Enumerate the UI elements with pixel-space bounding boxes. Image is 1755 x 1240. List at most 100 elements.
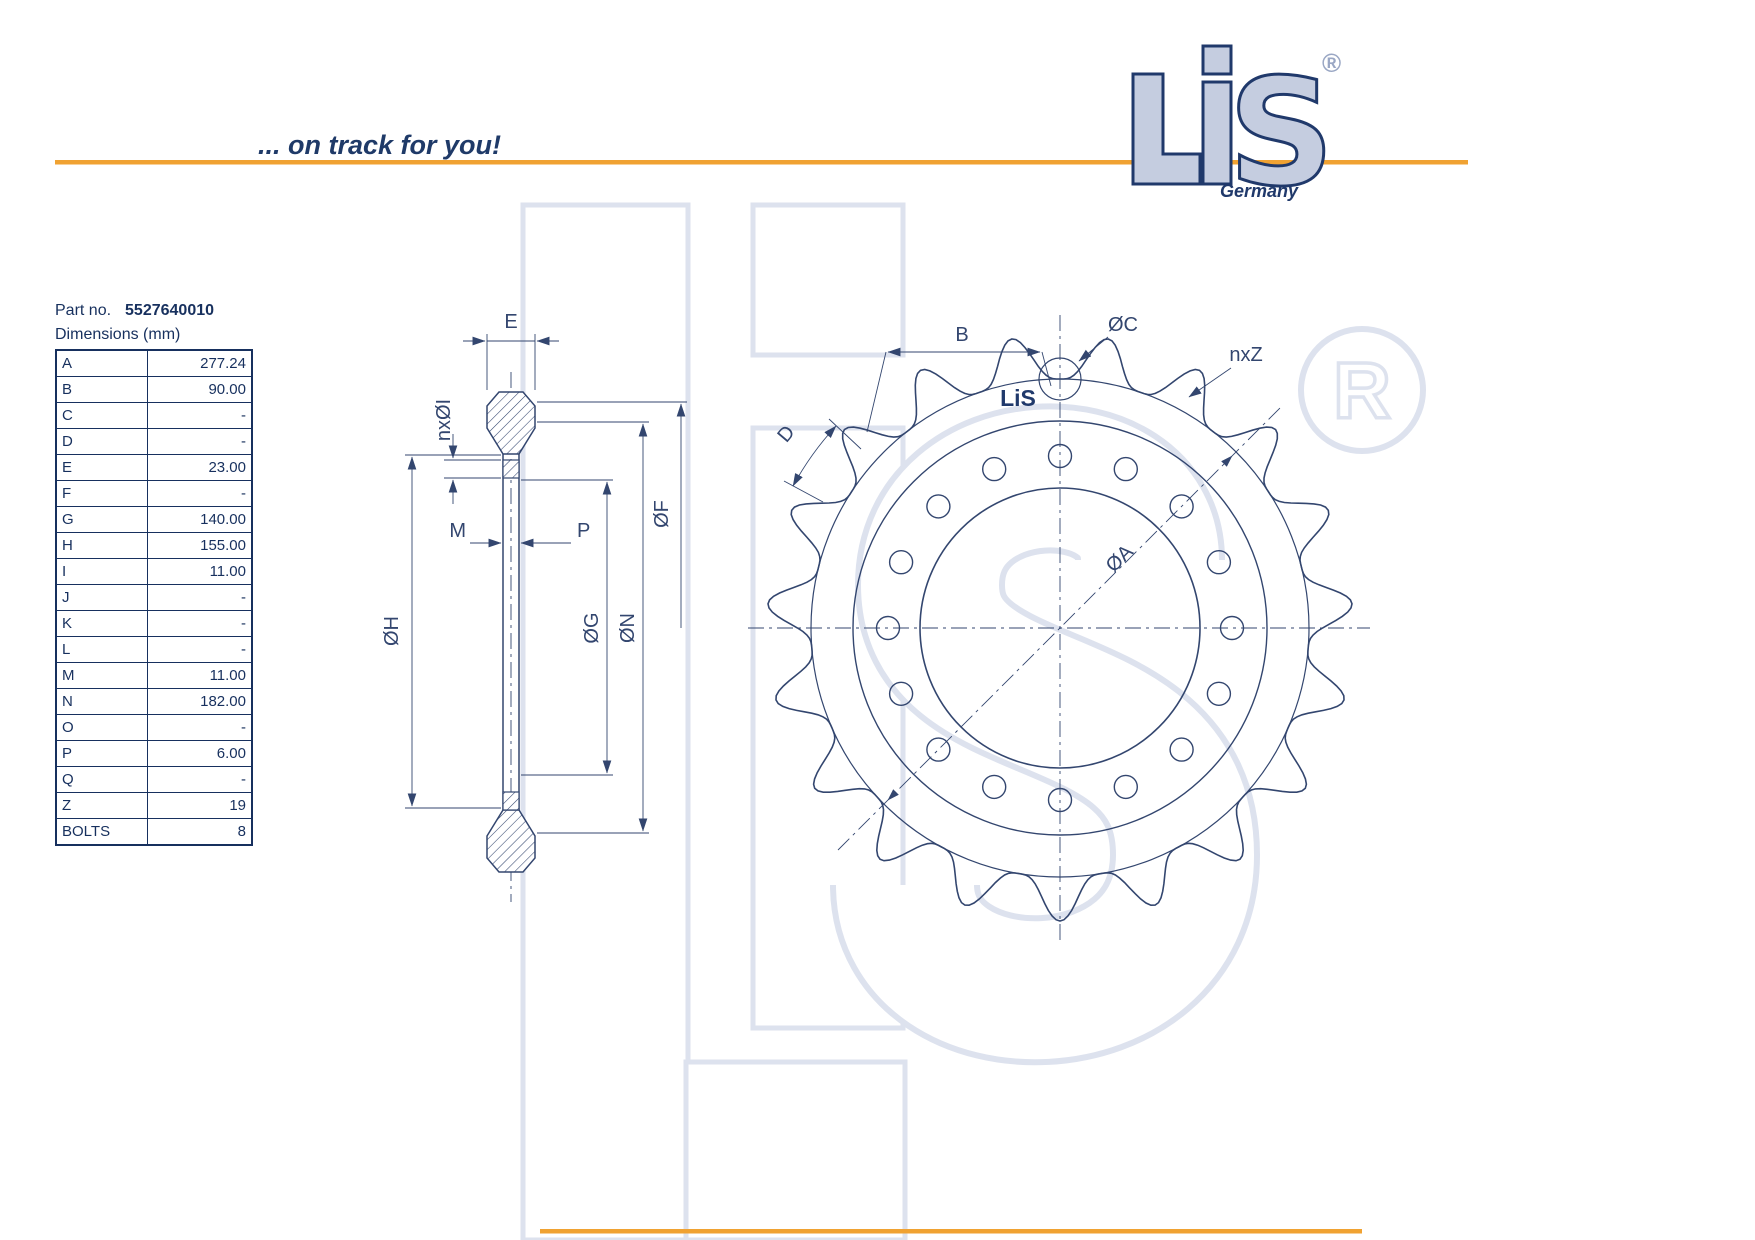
dimension-value: -: [147, 402, 253, 429]
dimension-row: L-: [55, 636, 253, 663]
rim-inner-circle: [852, 420, 1268, 836]
watermark-logo: R: [520, 202, 1426, 1240]
dimension-row: O-: [55, 714, 253, 741]
bolt-hole: [1047, 787, 1073, 813]
watermark-r-letter: R: [1333, 346, 1391, 435]
bolt-hole: [1113, 774, 1139, 800]
logo-letter-i-stem: [1201, 80, 1233, 186]
dim-label-b: B: [955, 324, 968, 346]
dimensions-label: Dimensions (mm): [55, 326, 181, 343]
section-view: [486, 372, 536, 902]
dimension-row: J-: [55, 584, 253, 611]
dim-label-e: E: [504, 311, 517, 333]
part-number-value: 5527640010: [125, 302, 215, 319]
dimension-value: 6.00: [147, 740, 253, 767]
dim-label-nxz: nxZ: [1229, 344, 1262, 366]
sprocket-teeth: [767, 338, 1353, 922]
dimension-value: 11.00: [147, 558, 253, 585]
dimension-key: P: [55, 740, 148, 767]
dimension-value: 23.00: [147, 454, 253, 481]
bottom-orange-rule: [540, 1229, 1362, 1234]
dimension-key: I: [55, 558, 148, 585]
dimension-value: -: [147, 428, 253, 455]
bolt-hole: [926, 494, 951, 519]
dimension-value: 90.00: [147, 376, 253, 403]
bolt-hole: [888, 681, 914, 706]
dim-label-n: ØN: [617, 613, 639, 643]
dimension-key: A: [55, 349, 148, 377]
section-dimension-labels: E nxØI M P ØH ØG ØN ØF: [381, 311, 673, 646]
dimension-key: D: [55, 428, 148, 455]
dimension-value: 11.00: [147, 662, 253, 689]
dim-label-nxi: nxØI: [433, 399, 455, 441]
sprocket-logo-mark: LiS: [1000, 385, 1036, 411]
bolt-hole: [888, 550, 914, 575]
lis-logo: S ® Germany: [1131, 44, 1341, 221]
section-bolt-hole-top: [502, 459, 520, 479]
bolt-hole: [1219, 615, 1245, 641]
logo-country-label: Germany: [1220, 181, 1299, 201]
bolt-holes: [875, 443, 1245, 813]
dimension-value: 277.24: [147, 349, 253, 377]
bolt-hole: [1047, 443, 1073, 469]
root-circle: [810, 378, 1310, 878]
dim-label-f: ØF: [651, 500, 673, 528]
dimension-row: Q-: [55, 766, 253, 793]
dim-label-g: ØG: [581, 612, 603, 643]
dimension-key: K: [55, 610, 148, 637]
dimension-key: M: [55, 662, 148, 689]
section-rim-top: [486, 391, 536, 455]
bore-circle: [919, 487, 1201, 769]
logo-registered-icon: ®: [1322, 48, 1341, 78]
part-number-label: Part no.: [55, 302, 112, 319]
dimension-value: -: [147, 714, 253, 741]
part-number-line: Part no. 5527640010: [55, 302, 275, 320]
logo-letter-i-dot: [1201, 44, 1233, 76]
front-dimensions: [783, 336, 1283, 851]
bolt-hole: [875, 615, 901, 641]
dim-label-c: ØC: [1108, 314, 1138, 336]
dimension-key: L: [55, 636, 148, 663]
front-view: [748, 315, 1370, 940]
dimension-key: E: [55, 454, 148, 481]
bolt-hole: [1206, 681, 1232, 706]
watermark-i-dot: [750, 202, 906, 358]
dimension-key: B: [55, 376, 148, 403]
dimension-value: -: [147, 480, 253, 507]
bolt-hole: [1169, 737, 1194, 762]
dimension-row: K-: [55, 610, 253, 637]
dimension-key: F: [55, 480, 148, 507]
section-dimensions: [405, 334, 687, 834]
dimension-value: -: [147, 766, 253, 793]
section-bolt-hole-bottom: [502, 791, 520, 811]
tagline: ... on track for you!: [258, 130, 502, 160]
dimension-value: 19: [147, 792, 253, 819]
logo-letter-s: S: [1228, 47, 1335, 219]
bolt-hole: [1113, 456, 1139, 482]
dimension-value: -: [147, 636, 253, 663]
dimension-value: 155.00: [147, 532, 253, 559]
dimension-row: F-: [55, 480, 253, 507]
watermark-registered-mark: R: [1298, 326, 1426, 454]
dim-label-m: M: [449, 520, 466, 542]
dimension-key: J: [55, 584, 148, 611]
bolt-hole: [1206, 550, 1232, 575]
dimension-row: C-: [55, 402, 253, 429]
dimension-value: -: [147, 610, 253, 637]
dimension-value: 182.00: [147, 688, 253, 715]
bolt-hole: [926, 737, 951, 762]
logo-letter-l: [1131, 72, 1202, 186]
